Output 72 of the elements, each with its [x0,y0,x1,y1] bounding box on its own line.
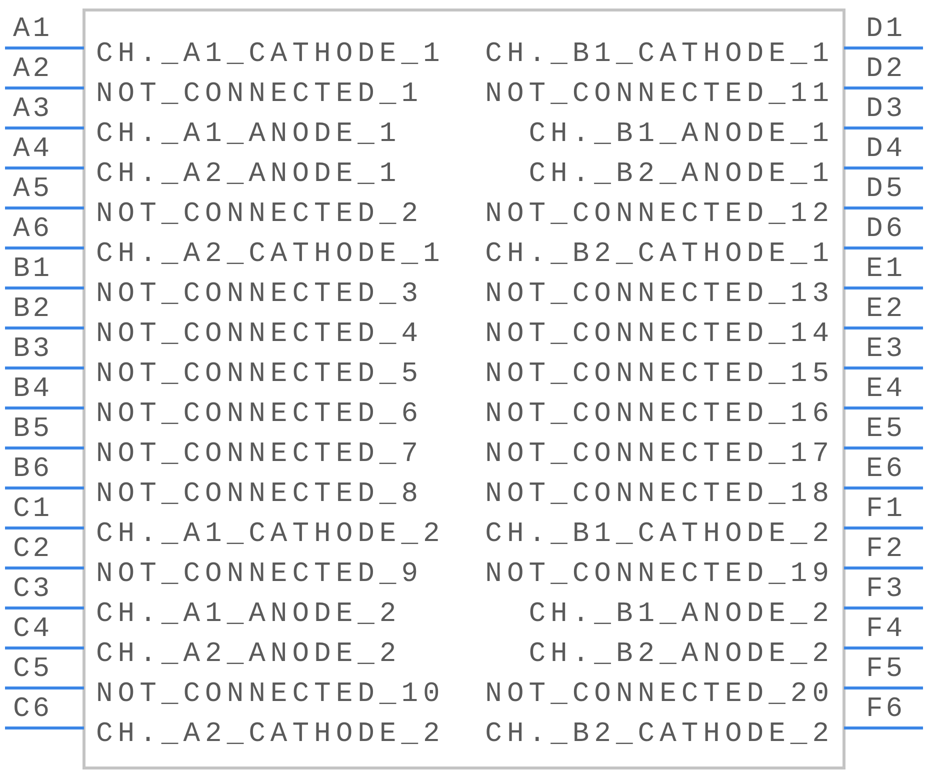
pin-number: D2 [866,55,906,85]
pin-number: A3 [13,95,53,125]
pin-name: NOT_CONNECTED_19 [485,560,834,590]
pin-name: NOT_CONNECTED_8 [96,480,424,510]
pin-number: F1 [866,495,906,525]
pin-name: NOT_CONNECTED_2 [96,200,424,230]
pin-name: CH._B2_CATHODE_2 [485,720,834,750]
pin-name: CH._A1_CATHODE_1 [96,40,445,70]
pin-name: CH._A1_CATHODE_2 [96,520,445,550]
pin-name: NOT_CONNECTED_9 [96,560,424,590]
pin-number: C4 [13,615,53,645]
pin-name: CH._B1_ANODE_1 [528,120,834,150]
pin-name: NOT_CONNECTED_18 [485,480,834,510]
pin-number: E1 [866,255,906,285]
pin-number: F3 [866,575,906,605]
pin-name: NOT_CONNECTED_13 [485,280,834,310]
pin-name: CH._B2_ANODE_2 [528,640,834,670]
pin-number: C5 [13,655,53,685]
pin-number: E5 [866,415,906,445]
pin-name: NOT_CONNECTED_1 [96,80,424,110]
pin-number: B5 [13,415,53,445]
pin-name: CH._A2_ANODE_2 [96,640,402,670]
pin-name: NOT_CONNECTED_3 [96,280,424,310]
pin-number: D1 [866,15,906,45]
pin-number: E6 [866,455,906,485]
pin-number: A1 [13,15,53,45]
pin-name: CH._B1_CATHODE_2 [485,520,834,550]
pin-number: D4 [866,135,906,165]
pin-number: C6 [13,695,53,725]
pin-name: CH._B1_ANODE_2 [528,600,834,630]
pin-name: CH._A2_ANODE_1 [96,160,402,190]
pin-number: E2 [866,295,906,325]
pin-number: A4 [13,135,53,165]
pin-number: E4 [866,375,906,405]
pin-number: C2 [13,535,53,565]
pin-number: C3 [13,575,53,605]
pin-number: B3 [13,335,53,365]
pin-number: D3 [866,95,906,125]
pin-number: B2 [13,295,53,325]
pin-name: NOT_CONNECTED_16 [485,400,834,430]
pin-number: D6 [866,215,906,245]
pin-number: A2 [13,55,53,85]
pin-number: C1 [13,495,53,525]
pin-number: B4 [13,375,53,405]
pin-name: NOT_CONNECTED_11 [485,80,834,110]
pin-name: NOT_CONNECTED_6 [96,400,424,430]
pin-name: CH._B2_ANODE_1 [528,160,834,190]
pin-number: F2 [866,535,906,565]
pin-number: B6 [13,455,53,485]
pin-name: CH._A2_CATHODE_1 [96,240,445,270]
pin-number: F5 [866,655,906,685]
pin-name: NOT_CONNECTED_5 [96,360,424,390]
pin-name: CH._A2_CATHODE_2 [96,720,445,750]
pin-number: D5 [866,175,906,205]
pin-name: CH._A1_ANODE_2 [96,600,402,630]
pin-name: NOT_CONNECTED_20 [485,680,834,710]
pin-name: NOT_CONNECTED_4 [96,320,424,350]
pin-number: E3 [866,335,906,365]
pin-name: NOT_CONNECTED_14 [485,320,834,350]
pin-name: NOT_CONNECTED_7 [96,440,424,470]
pin-number: A6 [13,215,53,245]
pin-number: A5 [13,175,53,205]
pin-name: NOT_CONNECTED_17 [485,440,834,470]
pin-name: NOT_CONNECTED_15 [485,360,834,390]
pin-name: NOT_CONNECTED_10 [96,680,445,710]
pin-number: F4 [866,615,906,645]
pin-number: F6 [866,695,906,725]
pin-name: CH._B2_CATHODE_1 [485,240,834,270]
pin-name: CH._B1_CATHODE_1 [485,40,834,70]
pin-number: B1 [13,255,53,285]
pin-name: NOT_CONNECTED_12 [485,200,834,230]
pin-name: CH._A1_ANODE_1 [96,120,402,150]
